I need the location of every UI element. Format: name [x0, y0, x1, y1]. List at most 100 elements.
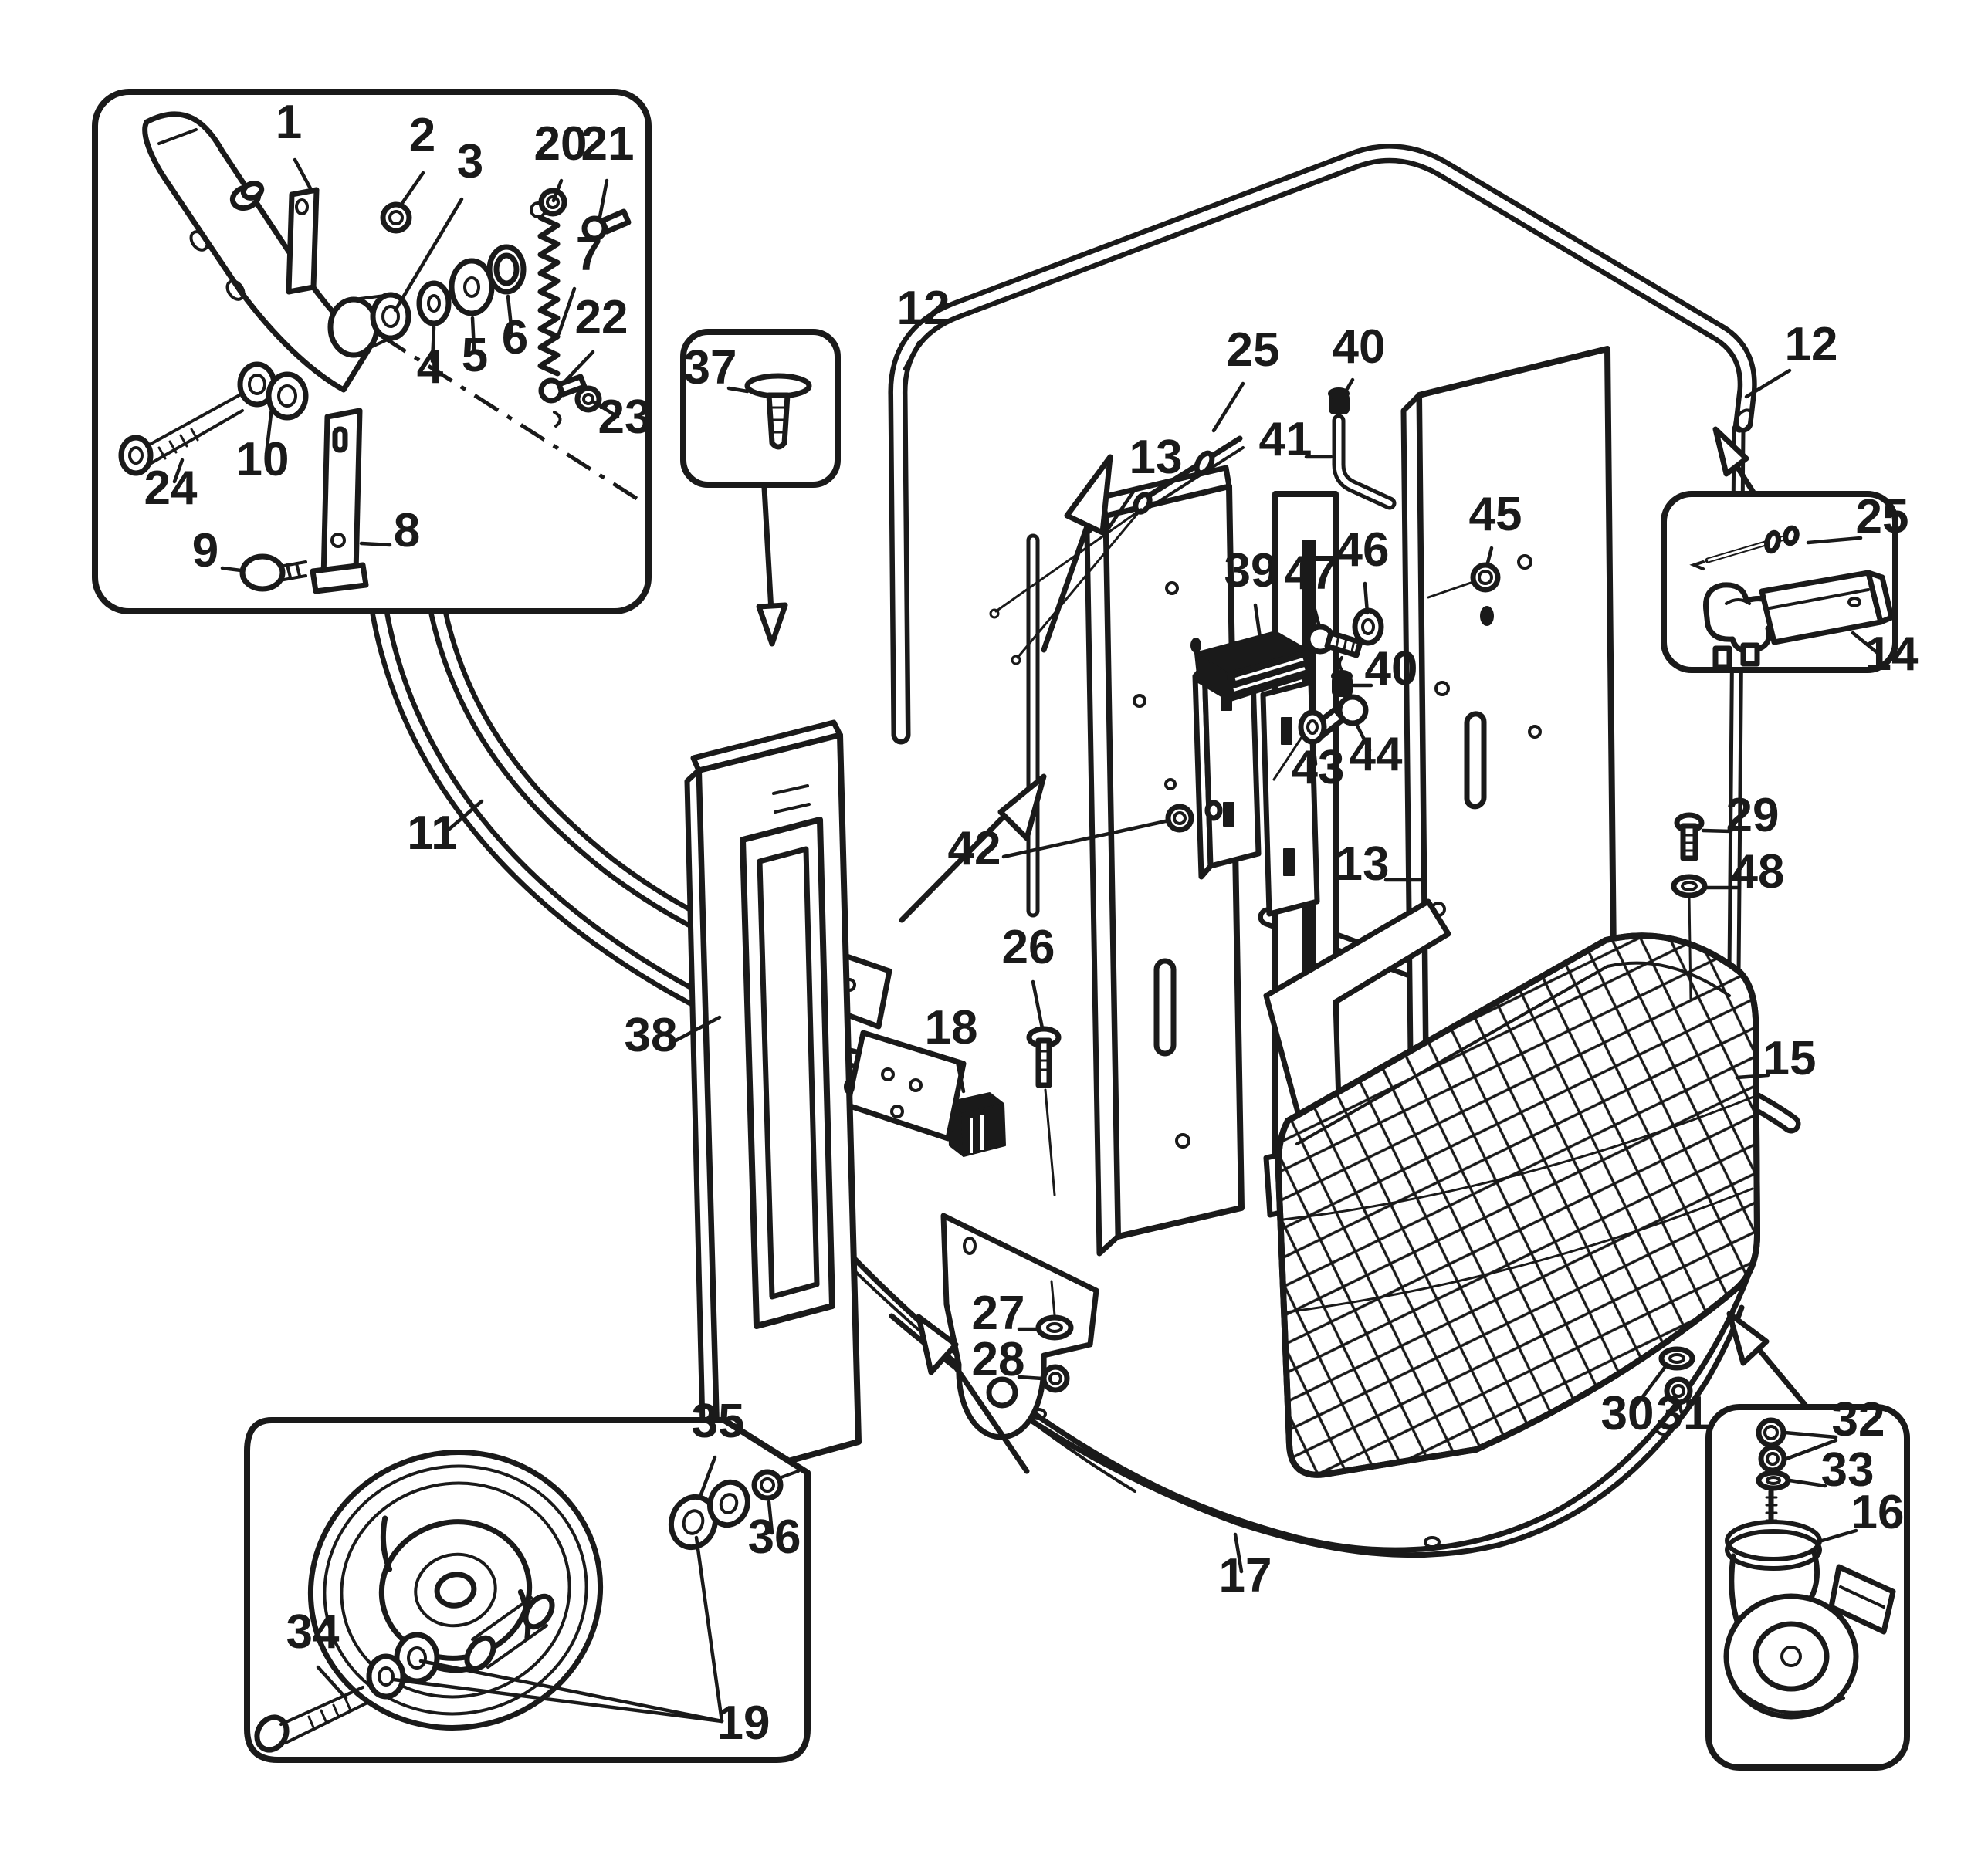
callout-5-4: 5 [462, 316, 488, 382]
callout-33-46: 33 [1787, 1443, 1875, 1497]
down-arrow-icon [756, 602, 788, 647]
top-frame-tube [888, 144, 1757, 745]
part-number-label-13: 13 [1336, 837, 1390, 891]
callout-25-23: 25 [1806, 490, 1908, 545]
callout-leader-line [172, 458, 185, 484]
callout-14-24: 14 [1851, 628, 1919, 681]
callout-16-47: 16 [1820, 1486, 1904, 1543]
callout-leader-line [597, 178, 609, 223]
callout-30-43: 30 [1601, 1365, 1667, 1440]
callout-leader-line [591, 399, 620, 419]
callout-37-15: 37 [684, 341, 750, 394]
callout-36-49: 36 [748, 1500, 801, 1564]
callout-leader-line [1630, 1365, 1667, 1413]
callout-leader-line [551, 178, 564, 203]
mid-fasteners [1165, 562, 1501, 833]
callout-leader-line [1355, 723, 1372, 753]
up-left-arrow-icon [1712, 426, 1749, 477]
part-number-label-43: 43 [1292, 741, 1345, 794]
part-number-label-3: 3 [457, 135, 483, 188]
part-number-label-2: 2 [409, 109, 435, 162]
callout-leader-line [955, 1060, 966, 1094]
callout-leader-line [506, 294, 514, 336]
wire-basket [1275, 932, 1761, 1478]
callout-7-6: 7 [557, 228, 602, 336]
part-number-label-11: 11 [407, 807, 458, 860]
part-number-label-17: 17 [1219, 1549, 1272, 1602]
callout-40-29: 40 [1352, 642, 1418, 695]
part-number-label-4: 4 [417, 340, 444, 394]
rubber-bumper-39 [1194, 631, 1310, 702]
callout-13-33: 13 [1336, 837, 1424, 891]
up-arrow-icon [1064, 454, 1113, 536]
callout-42-32: 42 [948, 818, 1171, 875]
callout-22-13: 22 [561, 291, 628, 385]
callout-leader-line [293, 157, 313, 191]
part-number-label-30: 30 [1601, 1387, 1654, 1440]
part-number-label-48: 48 [1732, 845, 1785, 898]
callout-12-22: 12 [1744, 318, 1838, 399]
part-number-label-14: 14 [1865, 628, 1919, 681]
part-number-label-47: 47 [1285, 546, 1338, 600]
part-number-label-40: 40 [1333, 320, 1386, 374]
inset-caster-assembly [1658, 1346, 1910, 1771]
callout-26-38: 26 [1002, 921, 1055, 1030]
slide-panel-38 [684, 719, 862, 1493]
part-number-label-1: 1 [276, 96, 302, 149]
part-number-label-42: 42 [948, 822, 1001, 875]
callout-leader-line [1031, 979, 1045, 1030]
callout-10-9: 10 [236, 405, 289, 486]
callout-leader-line [1787, 1478, 1827, 1488]
callout-15-36: 15 [1735, 1032, 1816, 1085]
part-number-label-24: 24 [144, 462, 198, 515]
callout-leader-line [699, 1455, 717, 1497]
callout-8-7: 8 [359, 504, 420, 557]
callout-46-27: 46 [1336, 523, 1390, 615]
callout-leader-line [557, 286, 577, 336]
callout-35-48: 35 [692, 1395, 745, 1497]
callout-11-16: 11 [407, 799, 484, 860]
part-number-label-12: 12 [1785, 318, 1838, 371]
callout-leader-line [1103, 487, 1137, 535]
callout-leader-line [1820, 1528, 1858, 1543]
callout-leader-line [1677, 1401, 1684, 1415]
callout-leader-line [1744, 368, 1792, 399]
callout-leader-line [1312, 604, 1322, 629]
part-number-label-46: 46 [1336, 523, 1390, 577]
up-right-arrow-icon [997, 773, 1047, 841]
callout-25-18: 25 [1211, 323, 1279, 433]
callout-leader-line [220, 566, 243, 573]
callout-leader-line [1735, 1073, 1770, 1080]
callout-leader-line [561, 350, 595, 385]
callout-18-39: 18 [925, 1001, 977, 1094]
callout-40-19: 40 [1333, 320, 1386, 398]
callout-leader-line [1485, 546, 1494, 568]
callout-9-8: 9 [192, 524, 243, 577]
part-number-label-44: 44 [1350, 728, 1403, 781]
part-number-label-6: 6 [502, 311, 528, 364]
callout-leader-line [264, 405, 274, 456]
direction-arrows [756, 426, 1808, 1474]
part-number-label-40: 40 [1365, 642, 1418, 695]
part-number-label-8: 8 [394, 504, 420, 557]
callout-leader-line [767, 1500, 774, 1535]
callout-12-17: 12 [897, 282, 950, 371]
callout-leader-line [470, 316, 476, 352]
part-number-label-33: 33 [1821, 1443, 1875, 1497]
part-number-label-34: 34 [286, 1605, 340, 1659]
part-number-label-7: 7 [576, 228, 602, 281]
part-number-label-19: 19 [717, 1697, 770, 1750]
callout-leader-line [726, 386, 750, 394]
callout-2-1: 2 [398, 109, 435, 208]
cart-frame-drawing [370, 144, 1808, 1558]
callout-leader-line [1851, 631, 1880, 655]
callout-20-11: 20 [534, 117, 587, 203]
pin-25-top [989, 435, 1245, 665]
callout-leader-line [1341, 377, 1355, 398]
callout-19-51: 19 [391, 1535, 770, 1750]
inset-wheel-assembly [244, 1417, 811, 1763]
part-number-label-35: 35 [692, 1395, 745, 1448]
callout-leader-line [391, 1677, 724, 1724]
